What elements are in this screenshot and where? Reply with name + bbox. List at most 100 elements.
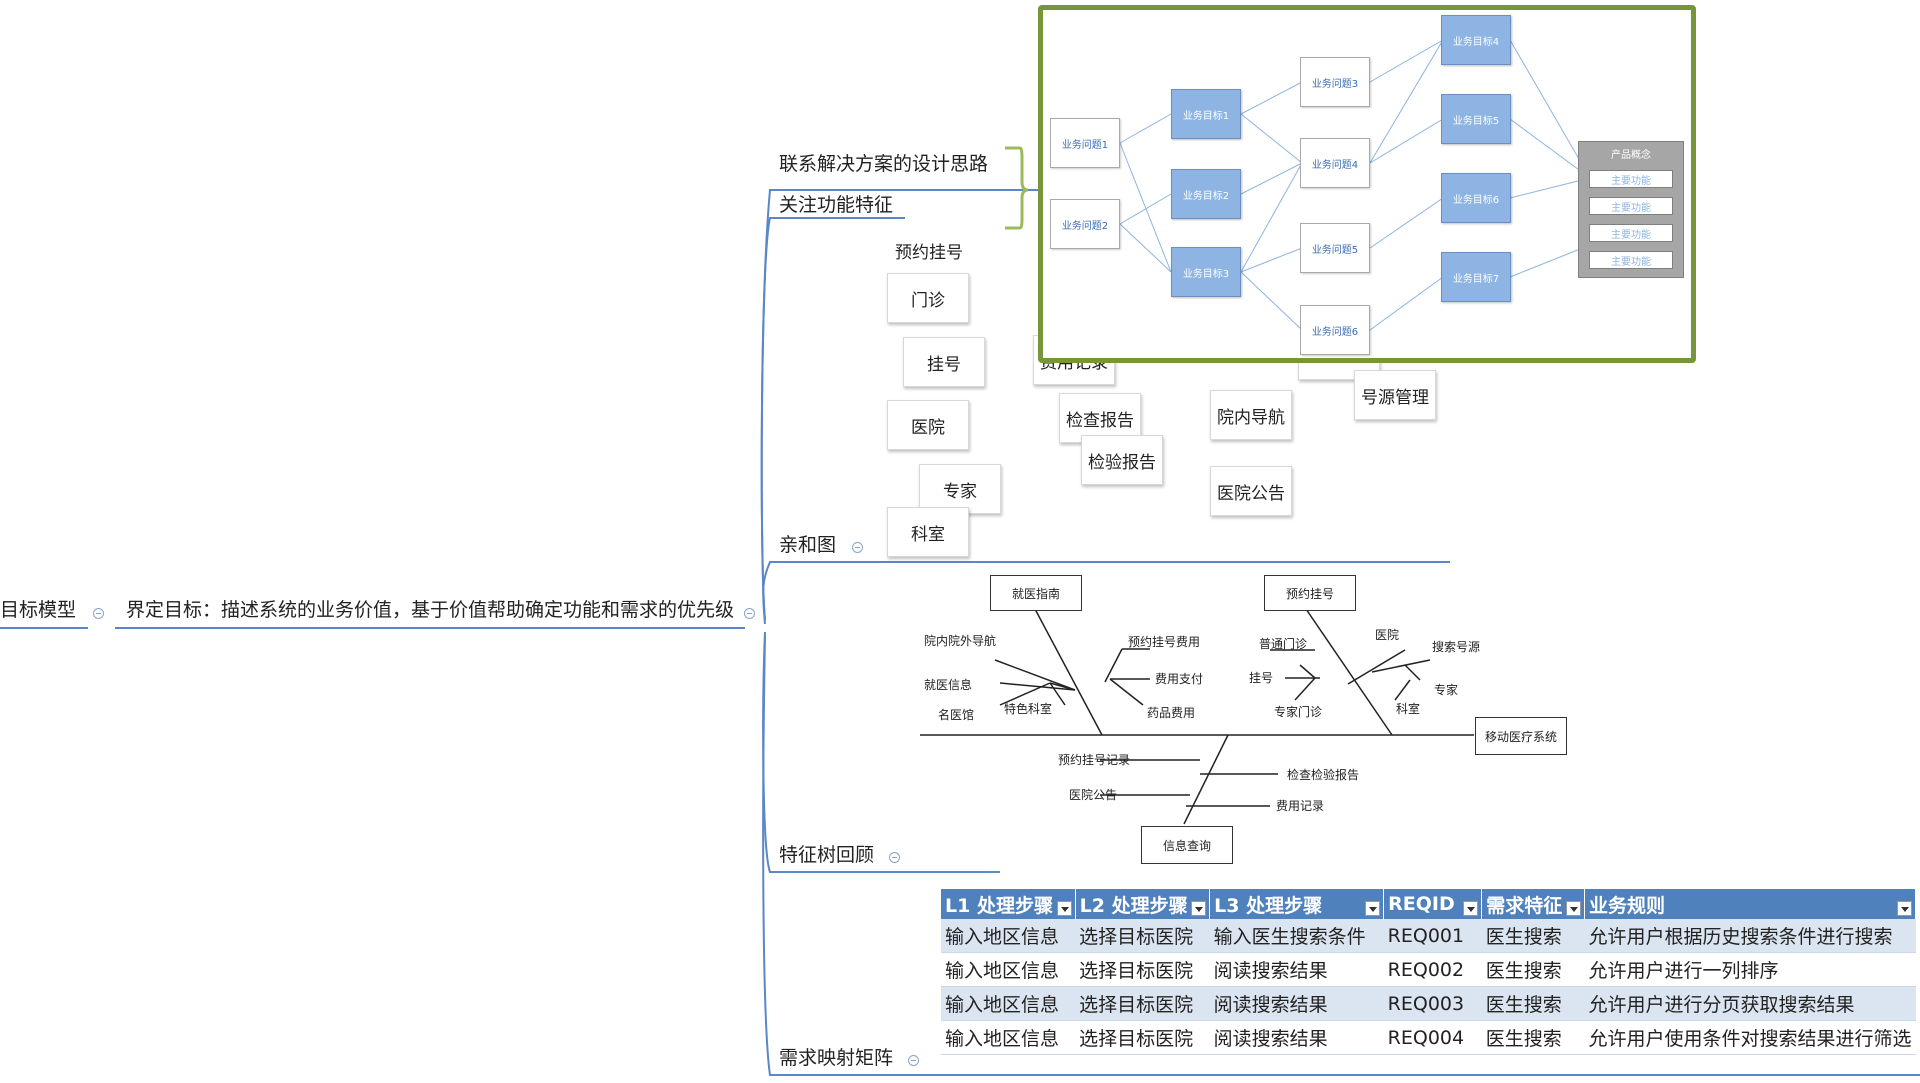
table-cell[interactable]: 医生搜索	[1481, 1020, 1585, 1055]
branch-design-idea[interactable]: 联系解决方案的设计思路	[779, 153, 989, 175]
col-header[interactable]: L1 处理步骤	[941, 889, 1076, 919]
fishbone-label: 费用记录	[1276, 799, 1325, 813]
collapse-main-icon[interactable]	[744, 608, 755, 619]
filter-dropdown-icon[interactable]	[1056, 901, 1072, 916]
filter-dropdown-icon[interactable]	[1365, 901, 1381, 916]
col-header[interactable]: L2 处理步骤	[1075, 889, 1211, 919]
table-cell[interactable]: 输入医生搜索条件	[1209, 919, 1384, 953]
affinity-card[interactable]: 医院公告	[1210, 466, 1292, 516]
affinity-card[interactable]: 号源管理	[1354, 370, 1436, 420]
table-row[interactable]: 输入地区信息 选择目标医院 输入医生搜索条件 REQ001 医生搜索 允许用户根…	[941, 919, 1916, 953]
branch-req-matrix[interactable]: 需求映射矩阵	[779, 1047, 894, 1069]
table-cell[interactable]: 阅读搜索结果	[1209, 986, 1384, 1021]
goal-problem-box: 业务问题3	[1300, 57, 1370, 107]
col-header[interactable]: L3 处理步骤	[1209, 889, 1385, 919]
table-row[interactable]: 输入地区信息 选择目标医院 阅读搜索结果 REQ004 医生搜索 允许用户使用条…	[941, 1020, 1916, 1055]
table-cell[interactable]: REQ004	[1383, 1020, 1482, 1055]
affinity-card[interactable]: 门诊	[887, 273, 969, 323]
table-cell[interactable]: 阅读搜索结果	[1209, 1020, 1384, 1055]
col-header[interactable]: 业务规则	[1584, 889, 1917, 919]
goal-problem-box: 业务问题2	[1050, 199, 1120, 249]
branch-feature-tree[interactable]: 特征树回顾	[779, 844, 875, 866]
filter-dropdown-icon[interactable]	[1191, 901, 1207, 916]
table-cell[interactable]: 医生搜索	[1481, 952, 1585, 987]
table-cell[interactable]: 允许用户使用条件对搜索结果进行筛选	[1584, 1020, 1916, 1055]
table-cell[interactable]: REQ003	[1383, 986, 1482, 1021]
main-node[interactable]: 界定目标：描述系统的业务价值，基于价值帮助确定功能和需求的优先级	[126, 599, 735, 621]
fishbone-label: 费用支付	[1155, 672, 1204, 686]
goal-target-box: 业务目标7	[1441, 252, 1511, 302]
branch-feature-focus[interactable]: 关注功能特征	[779, 194, 894, 216]
collapse-affinity-icon[interactable]	[852, 542, 863, 553]
fishbone-box-guide: 就医指南	[990, 575, 1082, 611]
goal-problem-box: 业务问题5	[1300, 223, 1370, 273]
table-cell[interactable]: 阅读搜索结果	[1209, 952, 1384, 987]
affinity-card[interactable]: 检验报告	[1081, 435, 1163, 485]
fishbone-label: 医院	[1375, 628, 1400, 642]
collapse-req-matrix-icon[interactable]	[908, 1055, 919, 1066]
product-feature-item: 主要功能	[1589, 251, 1673, 269]
collapse-root-icon[interactable]	[93, 608, 104, 619]
table-cell[interactable]: REQ001	[1383, 919, 1482, 953]
goal-target-box: 业务目标5	[1441, 94, 1511, 144]
product-concept-title: 产品概念	[1611, 150, 1651, 161]
affinity-card[interactable]: 科室	[887, 507, 969, 557]
table-cell[interactable]: 允许用户进行分页获取搜索结果	[1584, 986, 1916, 1021]
fishbone-label: 搜索号源	[1432, 640, 1481, 654]
collapse-feature-tree-icon[interactable]	[889, 852, 900, 863]
fishbone-label: 特色科室	[1004, 702, 1053, 716]
affinity-card[interactable]: 医院	[887, 400, 969, 450]
table-cell[interactable]: 允许用户根据历史搜索条件进行搜索	[1584, 919, 1916, 953]
table-cell[interactable]: 医生搜索	[1481, 919, 1585, 953]
table-cell[interactable]: 选择目标医院	[1075, 919, 1210, 953]
table-cell[interactable]: 输入地区信息	[941, 952, 1076, 987]
table-cell[interactable]: 选择目标医院	[1075, 986, 1210, 1021]
goal-problem-box: 业务问题1	[1050, 118, 1120, 168]
req-matrix-table: L1 处理步骤 L2 处理步骤 L3 处理步骤 REQID 需求特征 业务规则 …	[941, 889, 1917, 1055]
filter-dropdown-icon[interactable]	[1565, 901, 1581, 916]
col-header[interactable]: 需求特征	[1481, 889, 1585, 919]
fishbone-label: 挂号	[1249, 671, 1274, 685]
fishbone-label: 药品费用	[1147, 706, 1196, 720]
fishbone-label: 名医馆	[938, 708, 975, 722]
table-cell[interactable]: 允许用户进行一列排序	[1584, 952, 1916, 987]
table-cell[interactable]: 输入地区信息	[941, 1020, 1076, 1055]
table-row[interactable]: 输入地区信息 选择目标医院 阅读搜索结果 REQ002 医生搜索 允许用户进行一…	[941, 952, 1916, 987]
fishbone-label: 普通门诊	[1259, 637, 1308, 651]
goal-target-box: 业务目标3	[1171, 247, 1241, 297]
goal-problem-box: 业务问题6	[1300, 305, 1370, 355]
table-cell[interactable]: REQ002	[1383, 952, 1482, 987]
filter-dropdown-icon[interactable]	[1463, 901, 1479, 916]
goal-target-box: 业务目标4	[1441, 15, 1511, 65]
fishbone-label: 医院公告	[1069, 788, 1118, 802]
affinity-card[interactable]: 院内导航	[1210, 390, 1292, 440]
col-header[interactable]: REQID	[1383, 889, 1483, 919]
branch-affinity[interactable]: 亲和图	[779, 534, 837, 556]
table-cell[interactable]: 选择目标医院	[1075, 1020, 1210, 1055]
table-row[interactable]: 输入地区信息 选择目标医院 阅读搜索结果 REQ003 医生搜索 允许用户进行分…	[941, 986, 1916, 1021]
product-feature-item: 主要功能	[1589, 197, 1673, 215]
fishbone-label: 检查检验报告	[1287, 768, 1360, 782]
goal-problem-box: 业务问题4	[1300, 138, 1370, 188]
affinity-card[interactable]: 挂号	[903, 337, 985, 387]
goal-model-connectors	[1119, 39, 1591, 331]
product-feature-item: 主要功能	[1589, 170, 1673, 188]
fishbone-box-query: 信息查询	[1141, 826, 1233, 864]
filter-dropdown-icon[interactable]	[1897, 901, 1912, 916]
goal-target-box: 业务目标2	[1171, 169, 1241, 219]
fishbone-label: 科室	[1396, 702, 1421, 716]
root-node[interactable]: 目标模型	[0, 599, 77, 621]
table-cell[interactable]: 选择目标医院	[1075, 952, 1210, 987]
table-header-row: L1 处理步骤 L2 处理步骤 L3 处理步骤 REQID 需求特征 业务规则	[941, 889, 1917, 919]
fishbone-box-booking: 预约挂号	[1264, 575, 1356, 611]
table-cell[interactable]: 医生搜索	[1481, 986, 1585, 1021]
fishbone-label: 院内院外导航	[924, 634, 997, 648]
fishbone-head: 移动医疗系统	[1475, 717, 1567, 755]
affinity-card[interactable]: 检查报告	[1059, 393, 1141, 443]
table-cell[interactable]: 输入地区信息	[941, 919, 1076, 953]
product-feature-item: 主要功能	[1589, 224, 1673, 242]
table-cell[interactable]: 输入地区信息	[941, 986, 1076, 1021]
goal-target-box: 业务目标6	[1441, 173, 1511, 223]
